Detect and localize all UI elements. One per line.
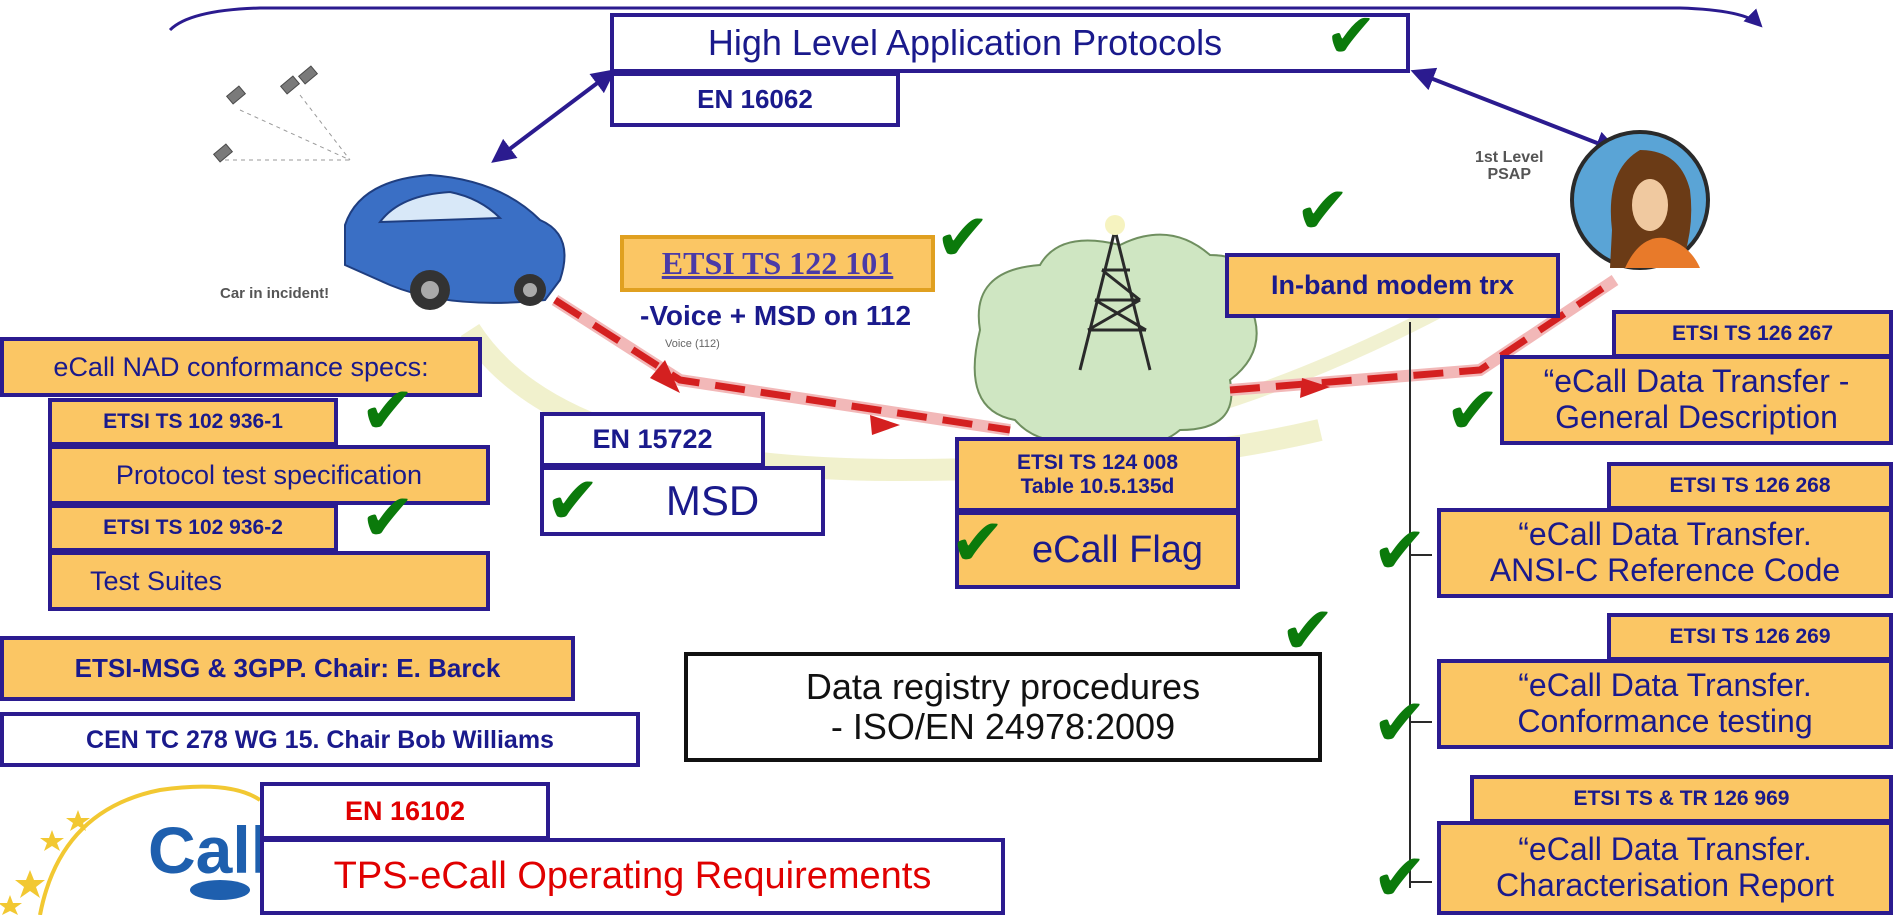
arrow-protocols-psap xyxy=(1410,67,1620,155)
spec2-desc: “eCall Data Transfer. ANSI-C Reference C… xyxy=(1489,516,1841,588)
spec3-std: ETSI TS 126 269 xyxy=(1669,625,1831,649)
tps-box: TPS-eCall Operating Requirements xyxy=(260,838,1005,915)
check-icon: ✔ xyxy=(935,199,991,276)
registry-text: Data registry procedures - ISO/EN 24978:… xyxy=(805,665,1201,747)
registry-box: Data registry procedures - ISO/EN 24978:… xyxy=(684,652,1322,762)
spec2-std-box: ETSI TS 126 268 xyxy=(1607,462,1893,510)
spec1-std-box: ETSI TS 126 267 xyxy=(1612,310,1893,358)
spec1-desc: “eCall Data Transfer - General Descripti… xyxy=(1543,363,1850,435)
car-caption: Car in incident! xyxy=(220,285,330,302)
flag-std: ETSI TS 124 008 Table 10.5.135d xyxy=(1016,450,1179,498)
check-icon: ✔ xyxy=(545,462,601,539)
spec4-desc-box: “eCall Data Transfer. Characterisation R… xyxy=(1437,821,1893,915)
arrow-car-protocols xyxy=(491,69,616,163)
chair-cen-box: CEN TC 278 WG 15. Chair Bob Williams xyxy=(0,712,640,767)
logo-text: Call xyxy=(148,813,270,887)
tower-icon xyxy=(1078,229,1152,371)
flag-box: eCall Flag xyxy=(955,511,1240,589)
nad-spec2-desc-box: Test Suites xyxy=(48,551,490,611)
etsi122-title: ETSI TS 122 101 xyxy=(661,244,894,281)
msd-label: MSD xyxy=(665,477,760,525)
check-icon: ✔ xyxy=(360,479,416,556)
check-icon: ✔ xyxy=(1445,372,1501,449)
spec4-std: ETSI TS & TR 126 969 xyxy=(1573,787,1790,811)
flag-label: eCall Flag xyxy=(1031,528,1204,571)
msd-box: MSD xyxy=(540,466,825,536)
check-icon: ✔ xyxy=(1372,839,1428,916)
nad-spec2-box: ETSI TS 102 936-2 xyxy=(48,504,338,552)
protocols-box: High Level Application Protocols xyxy=(610,13,1410,73)
chair-etsi: ETSI-MSG & 3GPP. Chair: E. Barck xyxy=(74,652,501,683)
nad-spec1-box: ETSI TS 102 936-1 xyxy=(48,398,338,446)
etsi122-box: ETSI TS 122 101 xyxy=(620,235,935,292)
msd-std: EN 15722 xyxy=(592,424,713,455)
inband-box: In-band modem trx xyxy=(1225,253,1560,318)
check-icon: ✔ xyxy=(950,504,1006,581)
spec2-std: ETSI TS 126 268 xyxy=(1669,474,1831,498)
protocols-std: EN 16062 xyxy=(697,83,813,114)
nad-header-box: eCall NAD conformance specs: xyxy=(0,337,482,397)
chair-cen: CEN TC 278 WG 15. Chair Bob Williams xyxy=(86,725,554,754)
protocols-std-box: EN 16062 xyxy=(610,72,900,127)
nad-header: eCall NAD conformance specs: xyxy=(53,351,429,382)
spec4-desc: “eCall Data Transfer. Characterisation R… xyxy=(1496,831,1834,903)
chair-etsi-box: ETSI-MSG & 3GPP. Chair: E. Barck xyxy=(0,636,575,701)
spec2-desc-box: “eCall Data Transfer. ANSI-C Reference C… xyxy=(1437,508,1893,598)
voice-caption: Voice (112) xyxy=(665,338,720,350)
operator-icon xyxy=(1570,130,1710,270)
nad-spec1: ETSI TS 102 936-1 xyxy=(103,410,283,434)
network-cloud xyxy=(973,233,1258,447)
check-icon: ✔ xyxy=(1372,684,1428,761)
psap-caption: 1st Level PSAP xyxy=(1475,149,1544,183)
check-icon: ✔ xyxy=(360,372,416,449)
protocols-title: High Level Application Protocols xyxy=(707,21,1223,63)
spec3-desc-box: “eCall Data Transfer. Conformance testin… xyxy=(1437,659,1893,749)
spec3-std-box: ETSI TS 126 269 xyxy=(1607,613,1893,661)
satellite-icon xyxy=(212,65,319,163)
check-icon: ✔ xyxy=(1325,0,1377,72)
nad-spec2: ETSI TS 102 936-2 xyxy=(103,516,283,540)
nad-spec2-desc: Test Suites xyxy=(90,565,223,596)
car-icon xyxy=(344,173,566,310)
inband-label: In-band modem trx xyxy=(1270,270,1514,301)
spec3-desc: “eCall Data Transfer. Conformance testin… xyxy=(1517,667,1813,739)
nad-spec1-desc-box: Protocol test specification xyxy=(48,445,490,505)
spec1-desc-box: “eCall Data Transfer - General Descripti… xyxy=(1500,355,1893,445)
tps-std-box: EN 16102 xyxy=(260,782,550,840)
top-arc xyxy=(168,6,1763,32)
spec1-std: ETSI TS 126 267 xyxy=(1671,322,1834,346)
spec4-std-box: ETSI TS & TR 126 969 xyxy=(1470,775,1893,823)
etsi122-subtitle: -Voice + MSD on 112 xyxy=(640,300,912,331)
check-icon: ✔ xyxy=(1372,512,1428,589)
nad-spec1-desc: Protocol test specification xyxy=(115,459,423,490)
tps-std: EN 16102 xyxy=(344,795,466,826)
msd-std-box: EN 15722 xyxy=(540,412,765,467)
flag-std-box: ETSI TS 124 008 Table 10.5.135d xyxy=(955,437,1240,512)
check-icon: ✔ xyxy=(1295,172,1351,249)
tps-label: TPS-eCall Operating Requirements xyxy=(333,855,932,898)
